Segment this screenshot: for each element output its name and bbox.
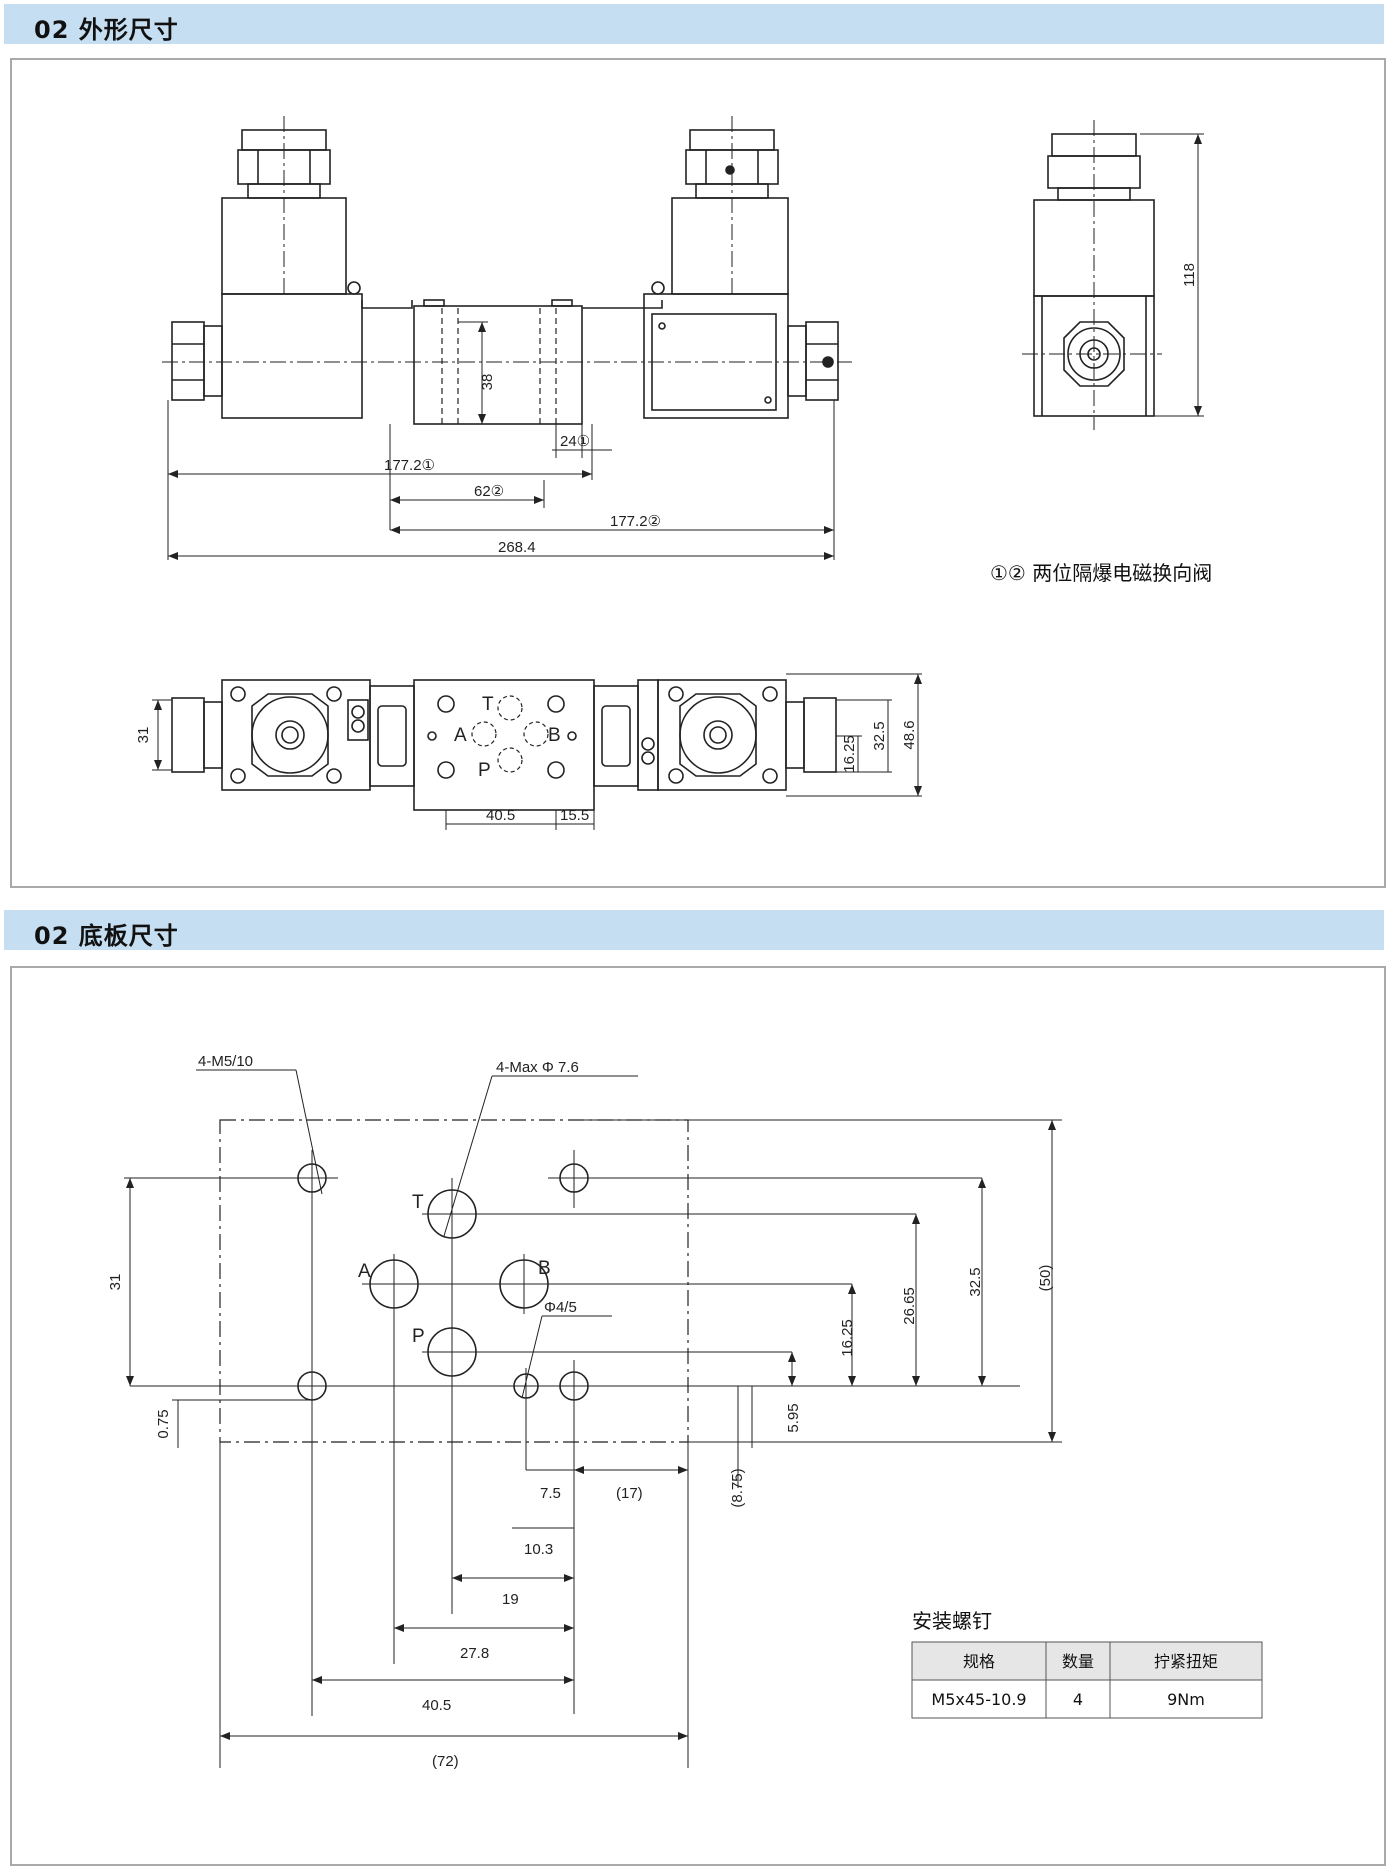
bp-dim-40-5: 40.5	[422, 1697, 451, 1714]
bp-dim-50: (50)	[1037, 1265, 1054, 1292]
bp-dim-32-5: 32.5	[967, 1267, 984, 1296]
dim-31-top: 31	[135, 727, 152, 744]
dim-48-6-top: 48.6	[901, 720, 918, 749]
valve-note: ①② 两位隔爆电磁换向阀	[990, 561, 1212, 585]
bp-port-t: T	[412, 1192, 424, 1213]
dim-32-5-top: 32.5	[871, 721, 888, 750]
table-header-spec: 规格	[963, 1652, 995, 1671]
section-header-baseplate: 02 底板尺寸	[4, 910, 1384, 950]
dim-15-5-top: 15.5	[560, 807, 589, 824]
bp-dim-7-5: 7.5	[540, 1485, 561, 1502]
table-header-torque: 拧紧扭矩	[1154, 1652, 1218, 1671]
dim-177-2-a: 177.2①	[384, 457, 435, 474]
front-view	[162, 116, 852, 560]
callout-phi4-5: Φ4/5	[544, 1299, 577, 1316]
table-header-qty: 数量	[1062, 1652, 1094, 1671]
dim-38: 38	[479, 374, 496, 391]
dim-177-2-b: 177.2②	[610, 513, 661, 530]
dim-16-25-top: 16.25	[841, 735, 858, 773]
bp-port-p: P	[412, 1326, 425, 1347]
baseplate-dimensions-panel: 4-M5/10 4-Max Φ 7.6 Φ4/5 T A B P 31 0.75…	[10, 966, 1386, 1866]
table-cell-qty: 4	[1073, 1690, 1083, 1709]
port-t-label: T	[482, 694, 494, 715]
top-view	[152, 673, 922, 830]
bp-dim-10-3: 10.3	[524, 1541, 553, 1558]
outline-dimensions-panel: 38 24① 177.2① 62② 177.2② 268.4 118 ①② 两位…	[10, 58, 1386, 888]
table-cell-torque: 9Nm	[1167, 1690, 1205, 1709]
section-title: 02 底板尺寸	[34, 922, 179, 950]
side-view	[1022, 120, 1204, 430]
outline-drawing: 38 24① 177.2① 62② 177.2② 268.4 118 ①② 两位…	[135, 116, 1212, 830]
port-b-label: B	[548, 725, 561, 746]
baseplate-drawing: 4-M5/10 4-Max Φ 7.6 Φ4/5 T A B P 31 0.75…	[107, 1053, 1263, 1770]
dim-268-4: 268.4	[498, 539, 536, 556]
bp-port-b: B	[538, 1258, 551, 1279]
bp-dim-17: (17)	[616, 1485, 643, 1502]
dim-62: 62②	[474, 483, 504, 500]
bp-dim-26-65: 26.65	[901, 1287, 918, 1325]
bp-dim-31: 31	[107, 1274, 124, 1291]
bp-dim-16-25: 16.25	[839, 1319, 856, 1357]
dim-40-5-top: 40.5	[486, 807, 515, 824]
bp-dim-72: (72)	[432, 1753, 459, 1770]
screw-table	[911, 1641, 1263, 1719]
port-p-label: P	[478, 760, 491, 781]
bp-dim-27-8: 27.8	[460, 1645, 489, 1662]
bp-dim-0-75: 0.75	[155, 1409, 172, 1438]
callout-max-phi: 4-Max Φ 7.6	[496, 1059, 579, 1076]
callout-m5-10: 4-M5/10	[198, 1053, 253, 1070]
table-cell-spec: M5x45-10.9	[931, 1690, 1026, 1709]
section-header-outline: 02 外形尺寸	[4, 4, 1384, 44]
bp-port-a: A	[358, 1261, 371, 1282]
dim-24: 24①	[560, 433, 590, 450]
dim-118: 118	[1181, 263, 1198, 287]
port-a-label: A	[454, 725, 467, 746]
screw-table-caption: 安装螺钉	[912, 1609, 992, 1633]
bp-dim-5-95: 5.95	[785, 1403, 802, 1432]
bp-dim-8-75: (8.75)	[729, 1468, 746, 1507]
bp-dim-19: 19	[502, 1591, 519, 1608]
section-title: 02 外形尺寸	[34, 16, 179, 44]
